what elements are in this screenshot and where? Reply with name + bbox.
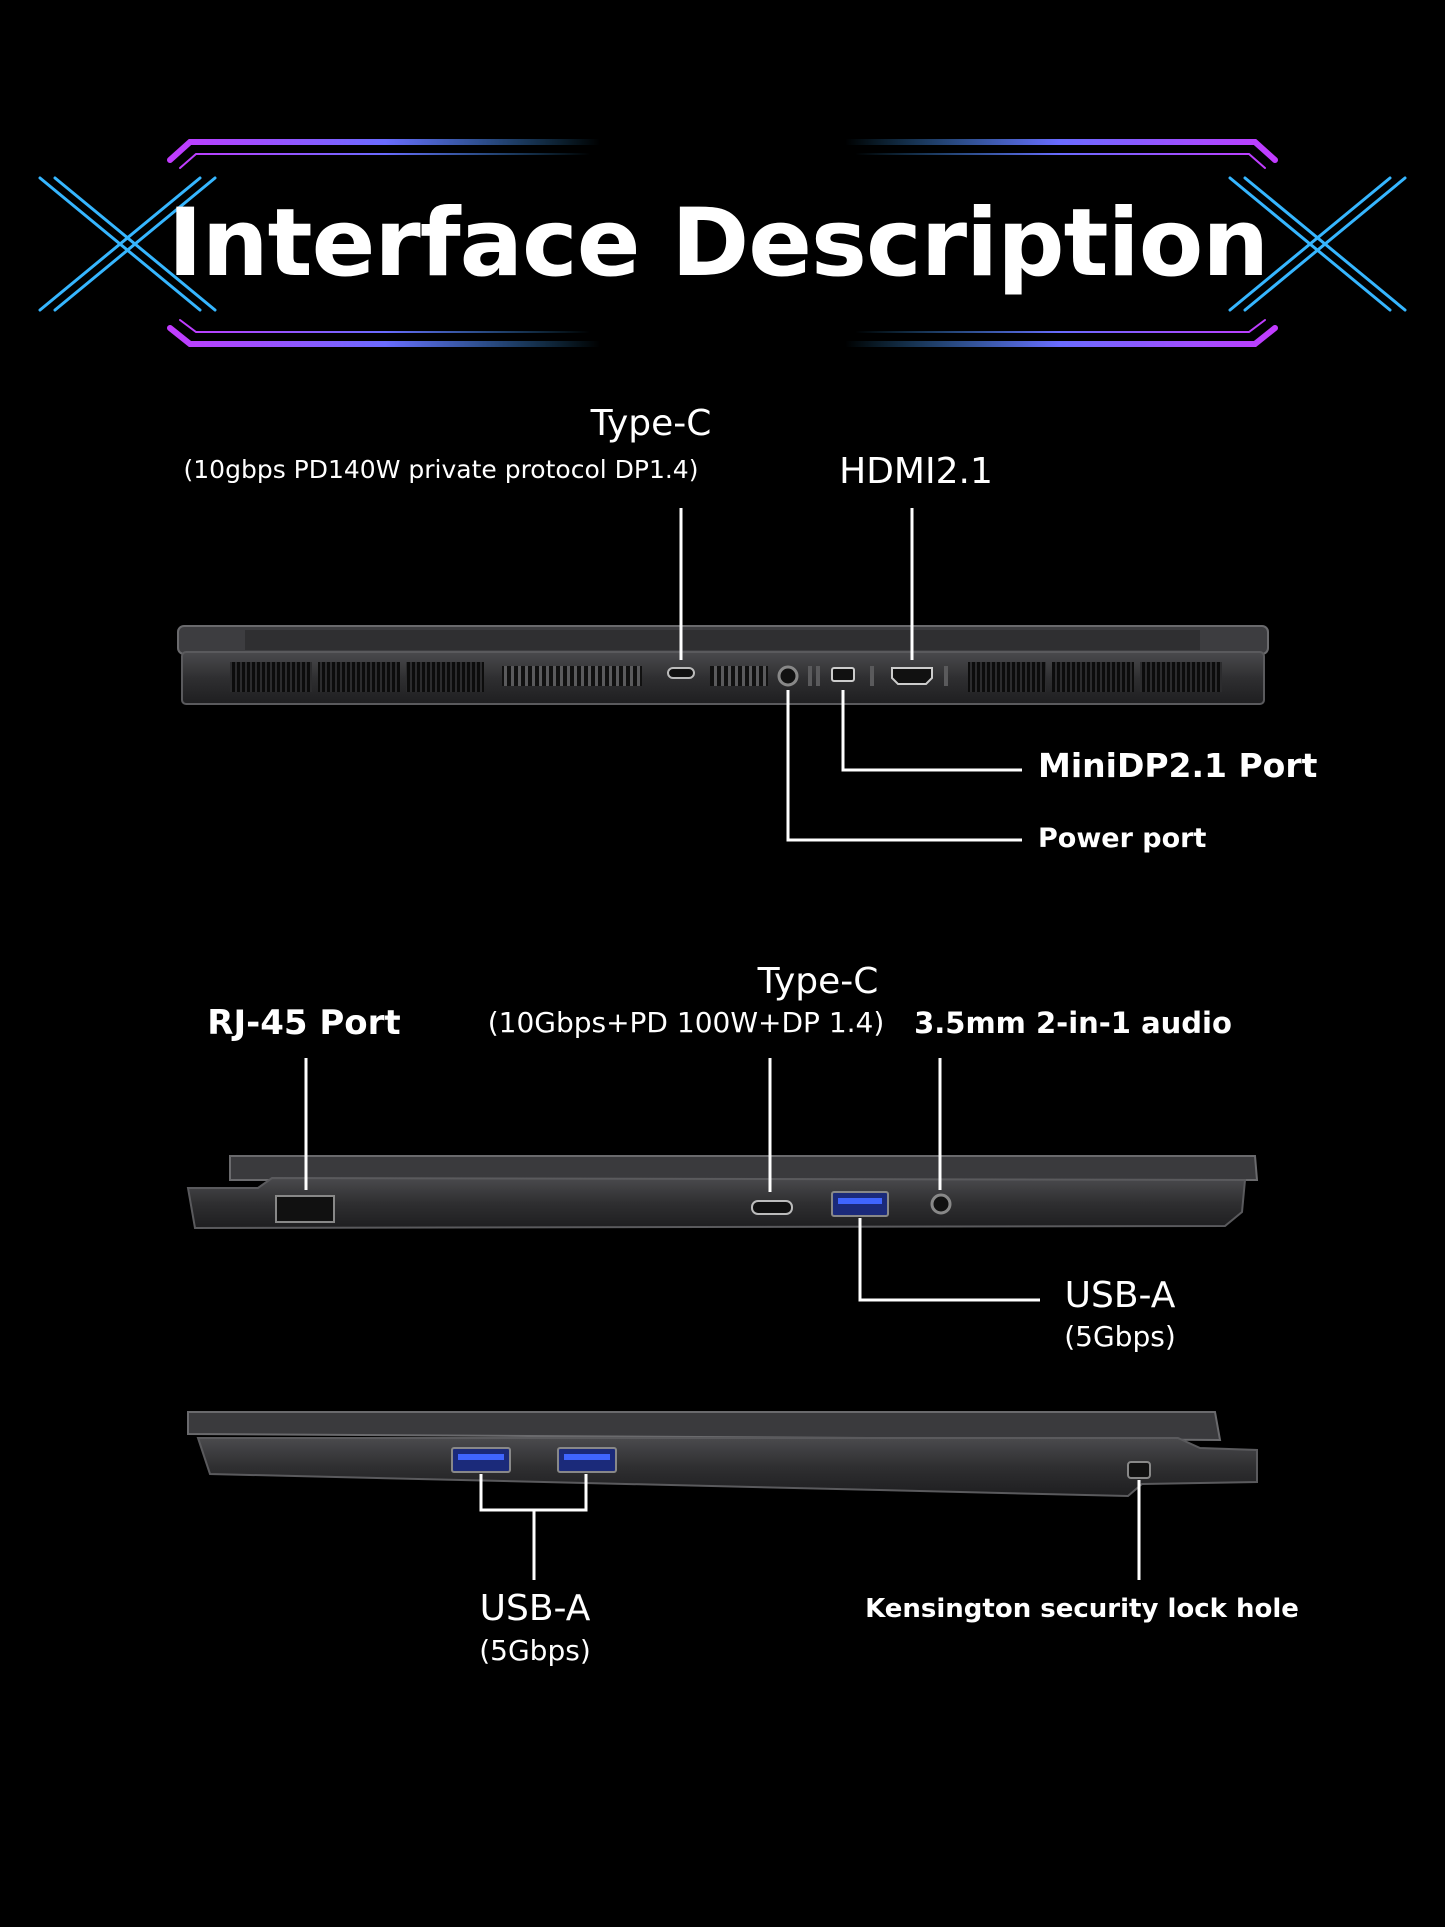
right-leader-lines xyxy=(479,1474,1141,1580)
rear-type-c-port xyxy=(667,667,695,679)
laptop-rear-view xyxy=(177,625,1269,705)
laptop-right-view xyxy=(187,1411,1258,1498)
rj45-label: RJ-45 Port xyxy=(207,1003,401,1043)
audio-label: 3.5mm 2-in-1 audio xyxy=(914,1006,1232,1040)
kensington-lock-slot xyxy=(1127,1461,1151,1479)
left-type-c-port xyxy=(751,1200,793,1215)
rear-left-grille xyxy=(230,662,484,692)
bottom-right-bracket xyxy=(842,325,1278,347)
kensington-label: Kensington security lock hole xyxy=(865,1594,1299,1624)
rear-hdmi-port xyxy=(891,667,933,685)
hdmi-label: HDMI2.1 xyxy=(839,451,993,492)
left-type-c-detail: (10Gbps+PD 100W+DP 1.4) xyxy=(487,1006,885,1039)
left-x-ornament xyxy=(38,176,217,312)
top-right-bracket xyxy=(842,139,1278,163)
title-frame xyxy=(38,139,1407,347)
bottom-left-bracket xyxy=(167,325,603,347)
right-x-ornament xyxy=(1228,176,1407,312)
rj45-port xyxy=(275,1195,335,1223)
laptop-left-view xyxy=(186,1155,1259,1230)
left-usb-a-detail: (5Gbps) xyxy=(1064,1320,1176,1353)
right-usb-a-label: USB-A xyxy=(479,1588,591,1629)
right-usb-a-detail: (5Gbps) xyxy=(479,1634,591,1667)
rear-minidp-port xyxy=(831,667,855,682)
minidp-label: MiniDP2.1 Port xyxy=(1038,746,1318,785)
rear-type-c-detail: (10gbps PD140W private protocol DP1.4) xyxy=(183,455,699,484)
power-port-label: Power port xyxy=(1038,823,1207,854)
rear-leader-lines xyxy=(679,508,1022,842)
rear-right-grille xyxy=(968,662,1222,692)
page-title: Interface Description xyxy=(167,189,1269,298)
left-type-c-label: Type-C xyxy=(757,961,879,1002)
top-left-bracket xyxy=(167,139,603,163)
left-leader-lines xyxy=(304,1058,1040,1302)
left-usb-a-label: USB-A xyxy=(1064,1275,1176,1316)
rear-power-port xyxy=(777,665,799,687)
rear-type-c-label: Type-C xyxy=(590,403,712,444)
audio-jack xyxy=(930,1193,952,1215)
